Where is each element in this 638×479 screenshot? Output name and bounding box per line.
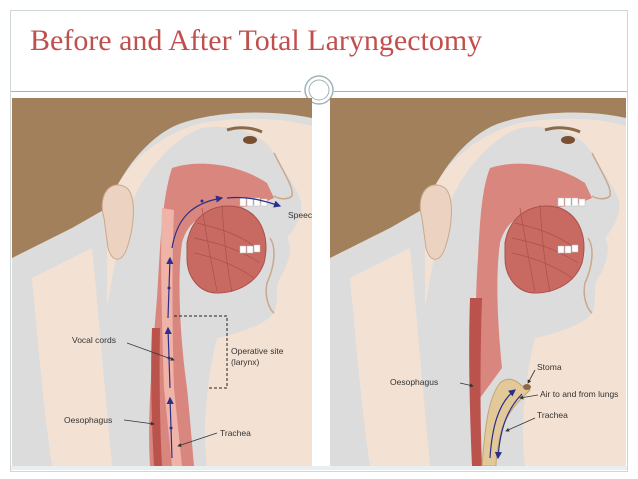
after-teeth bbox=[557, 197, 586, 254]
after-oesophagus bbox=[469, 298, 482, 466]
after-leader-oesophagus bbox=[459, 382, 474, 388]
before-leader-trachea bbox=[177, 432, 218, 447]
after-leader-trachea bbox=[505, 417, 536, 432]
before-label-trachea: Trachea bbox=[220, 428, 251, 438]
slide-title: Before and After Total Laryngectomy bbox=[30, 24, 483, 57]
before-eyebrow bbox=[226, 126, 263, 134]
after-tongue bbox=[504, 205, 585, 294]
before-ear bbox=[101, 184, 134, 260]
slide-bottom-rule bbox=[11, 466, 627, 470]
after-label-stoma: Stoma bbox=[537, 362, 562, 372]
after-leader-stoma bbox=[527, 369, 536, 384]
title-divider-right bbox=[334, 91, 627, 92]
slide-frame bbox=[10, 10, 628, 472]
after-eye bbox=[561, 136, 575, 144]
after-leader-air bbox=[519, 394, 539, 400]
before-laryngectomy-illustration: Speech Vocal cords Operative site (laryn… bbox=[12, 98, 312, 466]
before-label-oesophagus: Oesophagus bbox=[64, 415, 112, 425]
after-tongue-muscle-lines bbox=[511, 204, 579, 293]
title-divider-left bbox=[11, 91, 301, 92]
after-nose bbox=[591, 152, 611, 200]
before-leader-vocal-cords bbox=[126, 342, 175, 361]
after-trachea bbox=[481, 378, 531, 466]
before-nose bbox=[273, 152, 293, 200]
before-head-skin bbox=[107, 118, 312, 466]
after-laryngectomy-illustration: Oesophagus Stoma Air to and from lungs T… bbox=[330, 98, 626, 466]
before-label-larynx: (larynx) bbox=[231, 357, 260, 367]
before-tongue-muscle-lines bbox=[193, 204, 261, 293]
after-throat-tissue bbox=[475, 163, 592, 398]
before-neck-back bbox=[32, 248, 112, 466]
before-airway bbox=[161, 208, 182, 466]
before-leader-oesophagus bbox=[123, 419, 155, 426]
before-tongue bbox=[186, 205, 267, 294]
before-operative-site-box bbox=[174, 315, 228, 389]
after-label-trachea: Trachea bbox=[537, 410, 568, 420]
divider-ornament-icon bbox=[304, 75, 334, 105]
before-airflow-dots bbox=[167, 199, 204, 430]
before-label-speech: Speech bbox=[288, 210, 312, 220]
before-hair bbox=[12, 98, 312, 258]
before-eye bbox=[243, 136, 257, 144]
before-throat-tissue bbox=[149, 163, 274, 466]
after-label-air: Air to and from lungs bbox=[540, 389, 618, 399]
before-chin bbox=[265, 237, 275, 314]
after-ear bbox=[419, 184, 452, 260]
after-eyebrow bbox=[544, 126, 581, 134]
before-oesophagus bbox=[151, 328, 162, 466]
after-stoma bbox=[523, 384, 531, 390]
before-label-operative-site: Operative site bbox=[231, 346, 284, 356]
after-airflow-arrows bbox=[489, 389, 523, 460]
after-head-skin bbox=[425, 118, 626, 466]
after-chin bbox=[583, 237, 593, 314]
after-label-oesophagus: Oesophagus bbox=[390, 377, 438, 387]
after-neck-back bbox=[350, 248, 430, 466]
after-hair bbox=[330, 98, 626, 258]
before-label-vocal-cords: Vocal cords bbox=[72, 335, 116, 345]
